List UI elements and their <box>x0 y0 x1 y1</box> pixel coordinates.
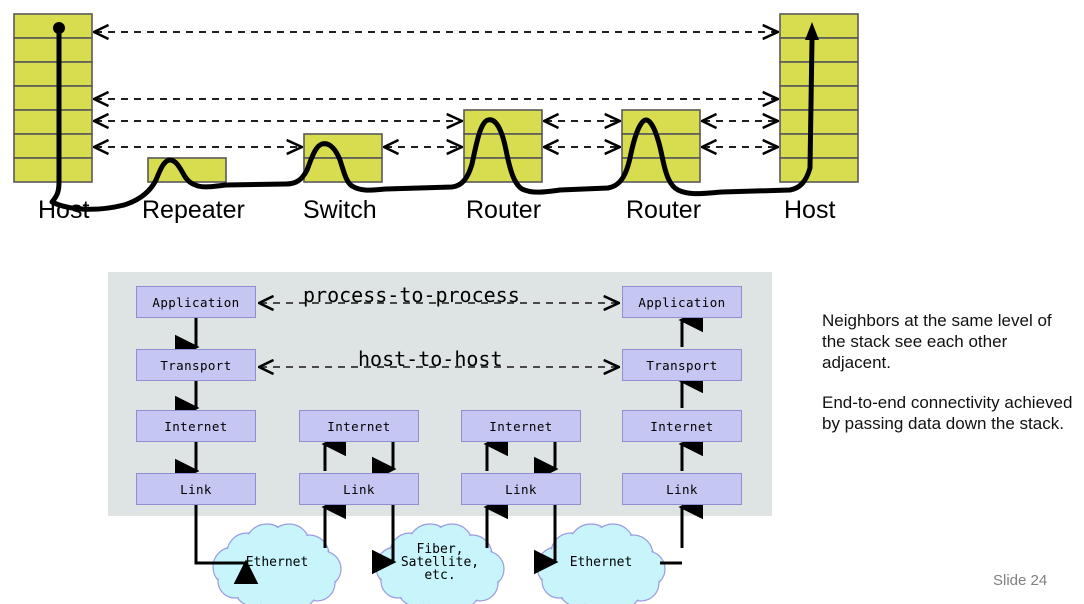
layer-box-host-left-transport[interactable]: Transport <box>136 349 256 381</box>
device-label-switch-2: Switch <box>303 196 377 224</box>
slide-number: Slide 24 <box>993 572 1048 589</box>
layer-box-router-right-link[interactable]: Link <box>461 473 581 505</box>
data-path-curve <box>49 25 815 212</box>
note-neighbors: Neighbors at the same level of the stack… <box>822 311 1052 372</box>
e2e-label-process-to-process: process-to-process <box>303 283 520 307</box>
e2e-label-host-to-host: host-to-host <box>358 347 503 371</box>
device-label-host-5: Host <box>784 196 836 224</box>
device-layer-cell <box>13 85 93 111</box>
device-label-router-3: Router <box>466 196 542 224</box>
layer-box-host-left-internet[interactable]: Internet <box>136 410 256 442</box>
device-layer-cell <box>779 13 859 39</box>
device-layer-cell <box>779 61 859 87</box>
device-layer-cell <box>13 157 93 183</box>
cloud-fiber-satellite <box>375 523 505 604</box>
layer-box-router-left-internet[interactable]: Internet <box>299 410 419 442</box>
device-layer-cell <box>779 157 859 183</box>
device-layer-cell <box>13 133 93 159</box>
device-stacks <box>13 13 859 183</box>
stack-flow-arrows <box>175 303 703 584</box>
layer-box-host-left-application[interactable]: Application <box>136 286 256 318</box>
device-label-host-0: Host <box>38 196 90 224</box>
layer-box-host-right-transport[interactable]: Transport <box>622 349 742 381</box>
device-layer-cell <box>779 85 859 111</box>
layer-box-router-right-internet[interactable]: Internet <box>461 410 581 442</box>
note-end-to-end: End-to-end connectivity achieved by pass… <box>822 393 1073 433</box>
layer-box-router-left-link[interactable]: Link <box>299 473 419 505</box>
device-label-repeater-1: Repeater <box>142 196 245 224</box>
path-origin-dot <box>53 22 65 34</box>
layer-box-host-left-link[interactable]: Link <box>136 473 256 505</box>
link-to-cloud-arrow <box>194 505 259 584</box>
path-destination-arrowhead <box>805 22 819 40</box>
peer-layer-arrows <box>95 32 777 147</box>
device-layer-cell <box>779 133 859 159</box>
device-label-router-4: Router <box>626 196 702 224</box>
layer-box-host-right-internet[interactable]: Internet <box>622 410 742 442</box>
device-layer-cell <box>621 109 701 135</box>
device-layer-cell <box>463 157 543 183</box>
layer-box-host-right-application[interactable]: Application <box>622 286 742 318</box>
network-clouds <box>212 523 666 604</box>
device-layer-cell <box>463 109 543 135</box>
layer-box-host-right-link[interactable]: Link <box>622 473 742 505</box>
